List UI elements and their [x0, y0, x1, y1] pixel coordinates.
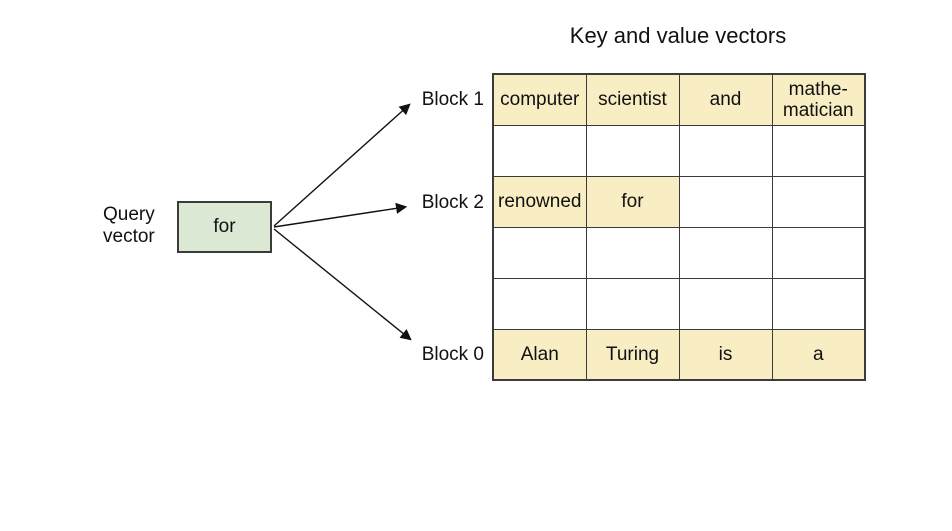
table-cell — [771, 175, 866, 228]
table-cell: mathe- matician — [771, 73, 866, 126]
arrow-to-block-1 — [273, 103, 411, 227]
table-cell: computer — [492, 73, 587, 126]
table-cell — [771, 277, 866, 330]
table-cell: scientist — [585, 73, 680, 126]
table-cell: for — [585, 175, 680, 228]
table-cell: Turing — [585, 328, 680, 381]
table-cell — [678, 277, 773, 330]
table-cell — [771, 226, 866, 279]
table-cell — [585, 277, 680, 330]
query-vector-box: for — [177, 201, 272, 253]
block-1-label: Block 1 — [421, 89, 484, 110]
table-row — [492, 277, 866, 330]
table-cell — [678, 175, 773, 228]
table-cell: and — [678, 73, 773, 126]
table-cell — [585, 226, 680, 279]
arrow-to-block-0 — [273, 228, 412, 341]
table-cell — [492, 124, 587, 177]
table-row — [492, 226, 866, 279]
table-cell: is — [678, 328, 773, 381]
table-cell — [492, 277, 587, 330]
query-vector-box-text: for — [213, 216, 236, 237]
diagram-title: Key and value vectors — [569, 23, 787, 48]
table-cell — [585, 124, 680, 177]
block-2-label: Block 2 — [421, 192, 484, 213]
table-row — [492, 124, 866, 177]
table-cell — [678, 226, 773, 279]
table-cell: renowned — [492, 175, 587, 228]
block-0-label: Block 0 — [421, 344, 484, 365]
table-cell — [771, 124, 866, 177]
table-cell: Alan — [492, 328, 587, 381]
table-cell: a — [771, 328, 866, 381]
table-cell — [492, 226, 587, 279]
arrow-to-block-2 — [273, 202, 408, 228]
table-cell — [678, 124, 773, 177]
query-vector-label: Query vector — [103, 204, 155, 247]
